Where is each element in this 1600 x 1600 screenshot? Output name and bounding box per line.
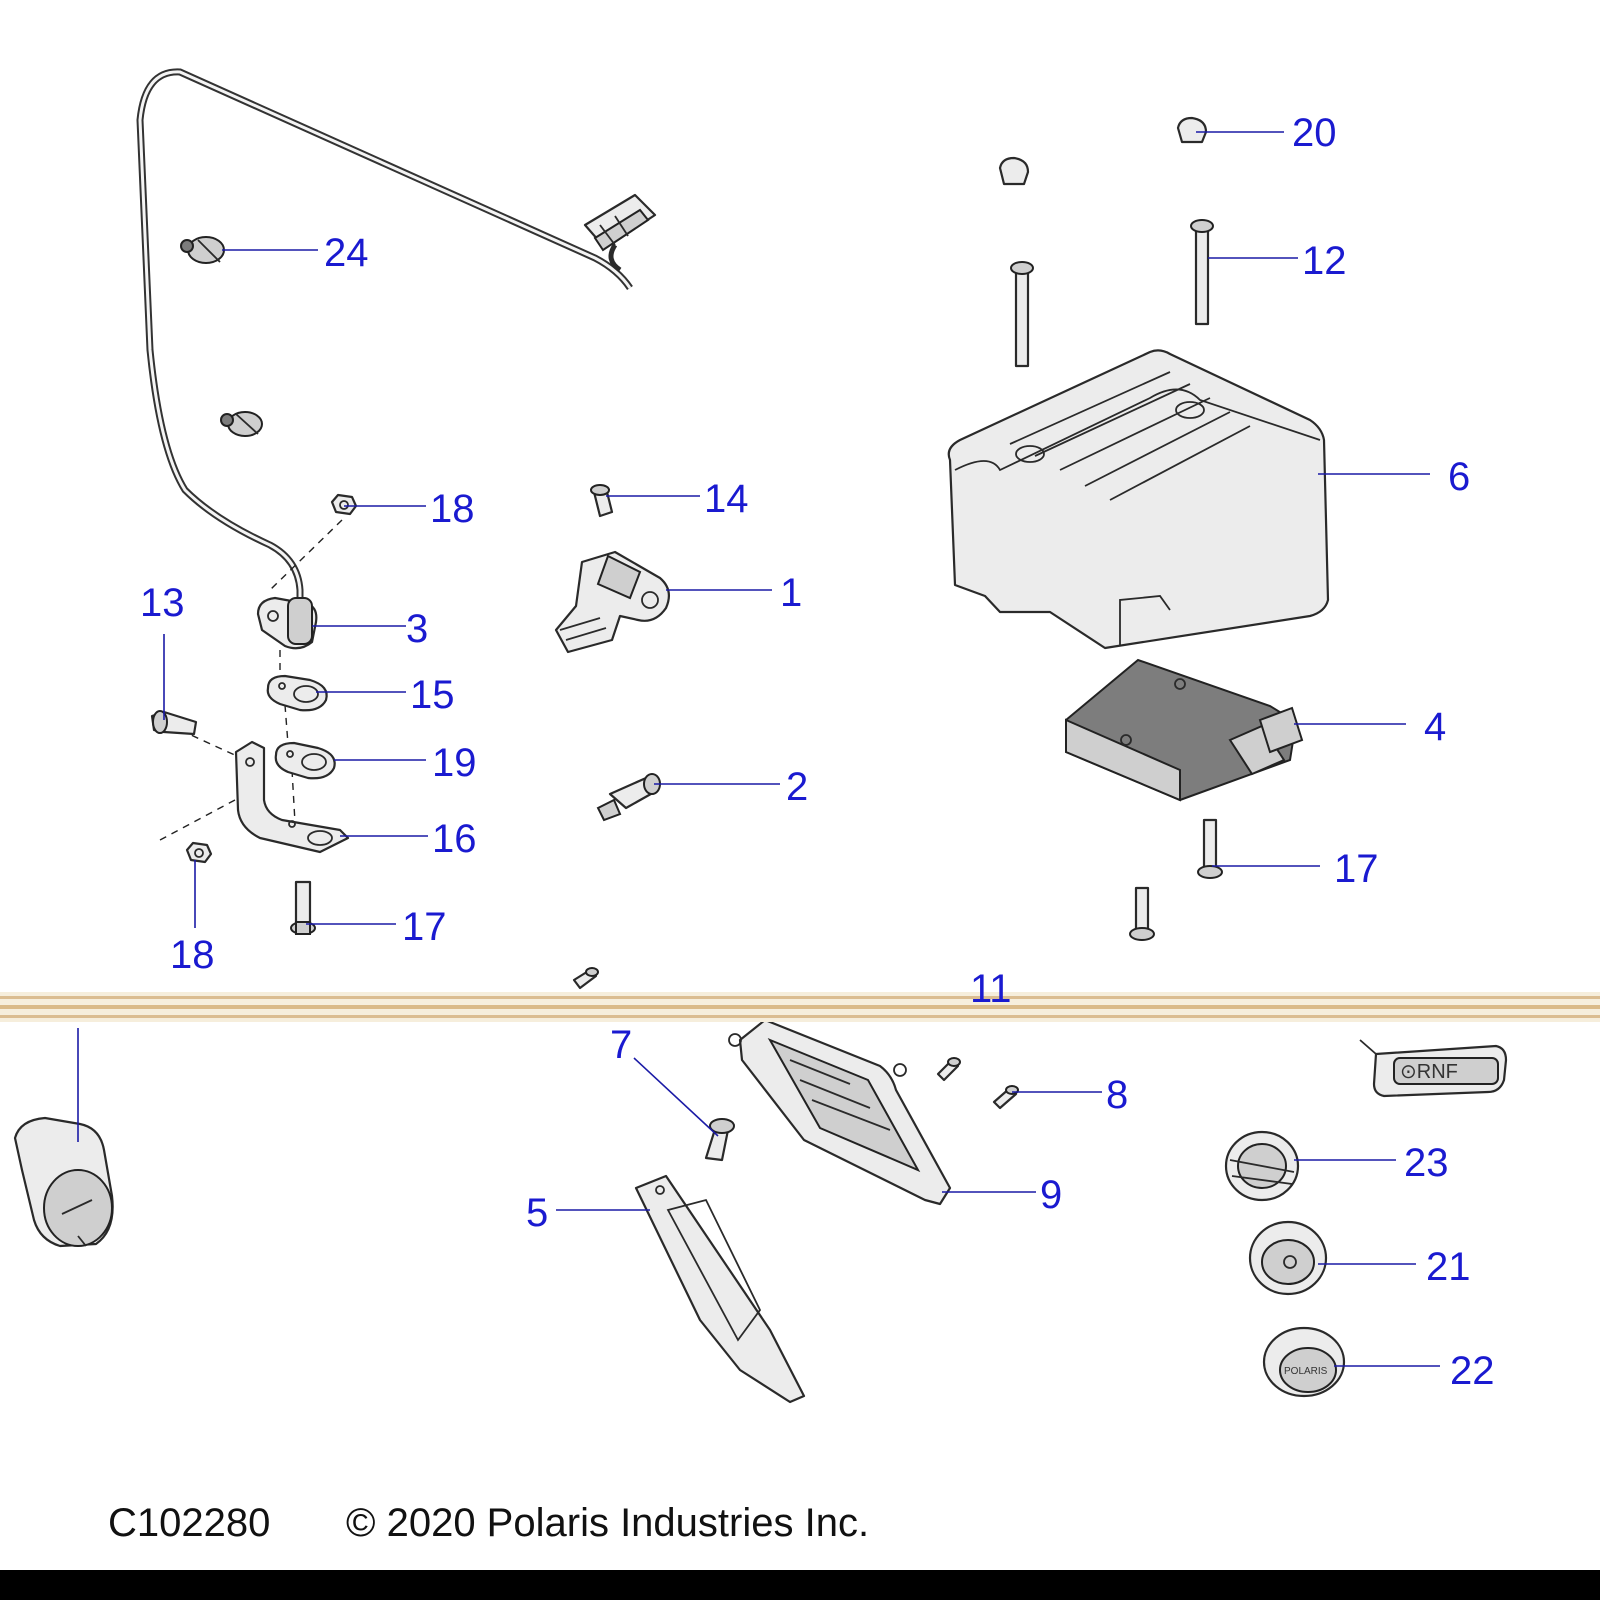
part-17-bolt-right-second: [1129, 886, 1155, 941]
callout-21: 21: [1426, 1245, 1471, 1289]
diagram-code: C102280: [108, 1501, 270, 1545]
callout-11: 11: [970, 967, 1012, 1011]
copyright-notice: © 2020 Polaris Industries Inc.: [346, 1501, 869, 1545]
part-24-clip-second: [220, 411, 263, 437]
assembly-line-bolt: [159, 729, 251, 841]
callout-19: 19: [432, 741, 477, 785]
rnf-switch: [1359, 1039, 1508, 1098]
callout-6: 6: [1448, 455, 1470, 499]
callout-3: 3: [406, 607, 428, 651]
callout-1: 1: [780, 571, 802, 615]
part-23-ring: [1224, 1130, 1300, 1202]
callout-4: 4: [1424, 705, 1446, 749]
part-5-bracket: [634, 1174, 806, 1404]
callout-18-top: 18: [430, 487, 475, 531]
harness-connector: [583, 193, 657, 252]
callout-17-left: 17: [402, 905, 447, 949]
part-6-cover: [947, 349, 1330, 650]
part-7-rivet: [704, 1118, 735, 1162]
callout-18-bottom: 18: [170, 933, 215, 977]
part-20-cap-left: [998, 156, 1030, 186]
part-9-ecu: [728, 1018, 952, 1206]
part-3-sensor: [256, 596, 318, 650]
rnf-switch-label: ⊙RNF: [1400, 1061, 1458, 1083]
callout-16: 16: [432, 817, 477, 861]
callout-13: 13: [140, 581, 185, 625]
part-22-knob: [1262, 1326, 1346, 1398]
part-1-sensor: [554, 550, 671, 654]
callout-24: 24: [324, 231, 369, 275]
callout-7: 7: [610, 1023, 632, 1067]
part-16-bracket: [234, 740, 350, 854]
scan-band-line-bottom: [0, 1015, 1600, 1018]
part-18-nut-top: [330, 493, 358, 516]
callout-15: 15: [410, 673, 455, 717]
callout-14: 14: [704, 477, 749, 521]
part-17-bolt-right: [1197, 818, 1223, 879]
callout-22: 22: [1450, 1349, 1495, 1393]
callout-17-right: 17: [1334, 847, 1379, 891]
key-switch: [13, 1116, 114, 1248]
knob-brand: POLARIS: [1284, 1366, 1328, 1377]
scan-band-line-mid: [0, 1005, 1600, 1009]
part-2-sensor: [596, 773, 661, 822]
callout-23: 23: [1404, 1141, 1449, 1185]
sensor-cable: [136, 68, 633, 620]
part-14-plug: [590, 484, 614, 518]
part-15-washer: [266, 674, 328, 712]
callout-12: 12: [1302, 239, 1347, 283]
part-24-clip: [180, 236, 225, 264]
part-8-screw-second: [936, 1057, 961, 1082]
part-4-regulator: [1065, 658, 1304, 802]
part-13-bolt: [150, 710, 198, 736]
callout-9: 9: [1040, 1173, 1062, 1217]
part-20-cap-right: [1176, 116, 1208, 144]
part-17-bolt-left: [290, 880, 316, 935]
part-12-bolt-right: [1190, 219, 1214, 326]
part-19-washer: [274, 741, 336, 780]
callout-2: 2: [786, 765, 808, 809]
callout-8: 8: [1106, 1073, 1128, 1117]
part-12-bolt-left: [1010, 261, 1034, 368]
small-screw-upper: [572, 967, 599, 990]
leader-lines: [77, 131, 1440, 1367]
part-8-screw: [992, 1085, 1019, 1110]
part-18-nut-bottom: [185, 841, 213, 864]
callout-20: 20: [1292, 111, 1337, 155]
scan-band-line-top: [0, 996, 1600, 999]
callout-5: 5: [526, 1191, 548, 1235]
bottom-black-bar: [0, 1570, 1600, 1600]
part-21-knob: [1248, 1220, 1328, 1296]
